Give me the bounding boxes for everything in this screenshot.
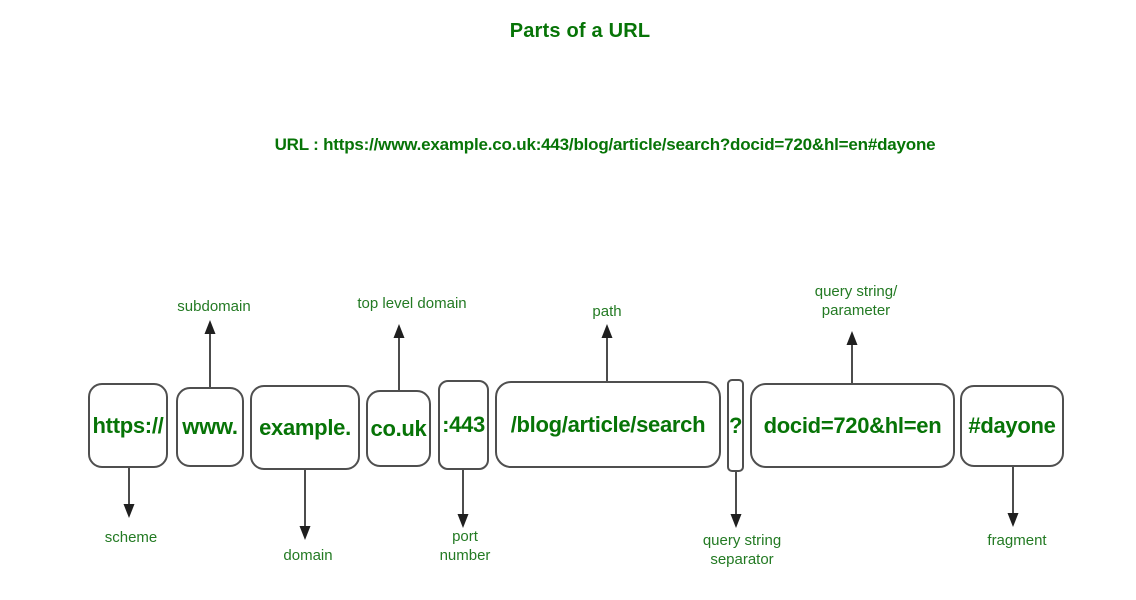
label-line: subdomain: [177, 298, 251, 315]
segment-box-port-number: :443: [438, 380, 489, 470]
label-line: scheme: [104, 529, 158, 546]
segment-box-path: /blog/article/search: [495, 381, 721, 468]
label-top-level-domain: top level domain: [357, 294, 466, 313]
label-port-number: port number: [440, 527, 491, 565]
segment-box-domain: example.: [250, 385, 360, 470]
label-line: parameter: [821, 302, 891, 319]
arrow-subdomain: [204, 320, 216, 387]
label-line: query string/: [814, 283, 898, 300]
diagram-title: Parts of a URL: [509, 20, 651, 42]
arrow-top-level-domain: [393, 324, 405, 390]
arrow-query-string-separator: [730, 472, 742, 528]
arrow-fragment: [1007, 467, 1019, 527]
label-query-string-parameter: query string/ parameter: [815, 282, 898, 320]
segment-box-query-string-separator: ?: [727, 379, 744, 472]
segment-text-domain: example.: [259, 414, 351, 440]
arrow-scheme: [123, 468, 135, 518]
label-fragment: fragment: [987, 531, 1046, 550]
label-line: fragment: [987, 532, 1047, 549]
segment-box-query-string-parameter: docid=720&hl=en: [750, 383, 955, 468]
segment-text-query-string-separator: ?: [728, 412, 743, 438]
label-line: number: [439, 547, 491, 564]
segment-box-top-level-domain: co.uk: [366, 390, 431, 467]
segment-text-path: /blog/article/search: [510, 411, 706, 437]
label-line: domain: [283, 547, 333, 564]
arrow-port-number: [457, 470, 469, 528]
segment-box-subdomain: www.: [176, 387, 244, 467]
segment-text-fragment: #dayone: [968, 413, 1056, 438]
segment-text-scheme: https://: [92, 412, 164, 438]
label-line: port: [452, 528, 478, 545]
label-domain: domain: [283, 546, 332, 565]
label-line: query string: [702, 532, 782, 549]
label-line: top level domain: [357, 295, 467, 312]
segment-box-fragment: #dayone: [960, 385, 1064, 467]
segment-text-port-number: :443: [442, 412, 485, 437]
arrow-domain: [299, 470, 311, 540]
segment-box-scheme: https://: [88, 383, 168, 468]
segment-text-top-level-domain: co.uk: [370, 415, 427, 441]
label-subdomain: subdomain: [177, 297, 250, 316]
arrow-path: [601, 324, 613, 381]
label-query-string-separator: query string separator: [703, 531, 781, 569]
label-path: path: [592, 302, 621, 321]
label-scheme: scheme: [105, 528, 158, 547]
arrow-query-string-parameter: [846, 331, 858, 383]
segment-text-subdomain: www.: [182, 414, 238, 439]
label-line: path: [592, 303, 622, 320]
segment-text-query-string-parameter: docid=720&hl=en: [763, 412, 942, 438]
url-string: URL : https://www.example.co.uk:443/blog…: [274, 135, 936, 154]
label-line: separator: [710, 551, 774, 568]
